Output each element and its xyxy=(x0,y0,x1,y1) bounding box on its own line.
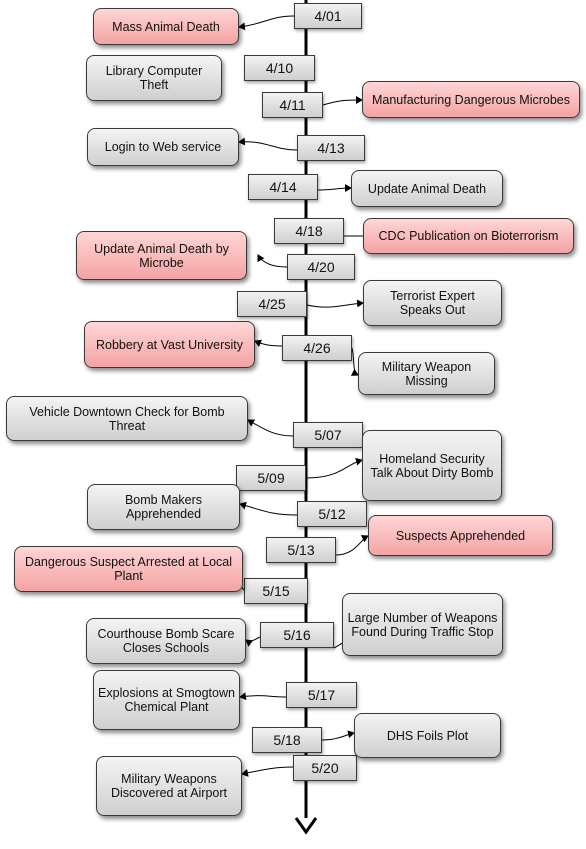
connector-arrow xyxy=(317,184,352,193)
event-box: Bomb Makers Apprehended xyxy=(87,484,240,530)
date-label: 5/20 xyxy=(293,755,357,781)
connector-arrow xyxy=(241,766,294,777)
connector-arrow xyxy=(238,15,295,31)
date-label: 4/13 xyxy=(297,135,365,161)
connector-arrow xyxy=(245,636,261,647)
event-box: Homeland Security Talk About Dirty Bomb xyxy=(362,430,502,501)
event-box: Update Animal Death by Microbe xyxy=(76,231,247,280)
connector-arrow xyxy=(254,339,283,348)
date-label: 4/26 xyxy=(282,335,352,361)
date-label: 5/07 xyxy=(293,422,363,448)
date-label: 4/11 xyxy=(262,92,323,118)
date-label: 4/18 xyxy=(274,218,344,244)
date-label: 5/18 xyxy=(252,727,322,753)
event-box: Vehicle Downtown Check for Bomb Threat xyxy=(6,396,248,441)
connector-arrow xyxy=(238,137,298,151)
event-box: Library Computer Theft xyxy=(86,55,222,101)
connector-arrow xyxy=(306,299,364,308)
event-box: CDC Publication on Bioterrorism xyxy=(363,218,574,254)
event-box: Explosions at Smogtown Chemical Plant xyxy=(93,670,240,730)
event-box: Courthouse Bomb Scare Closes Schools xyxy=(86,618,246,664)
event-box: Terrorist Expert Speaks Out xyxy=(363,280,502,326)
event-box: DHS Foils Plot xyxy=(354,713,501,758)
event-box: Military Weapon Missing xyxy=(358,352,495,395)
connector-arrow xyxy=(239,692,287,701)
event-box: Manufacturing Dangerous Microbes xyxy=(362,81,580,118)
date-label: 4/14 xyxy=(248,174,318,200)
event-box: Large Number of Weapons Found During Tra… xyxy=(342,593,503,656)
date-label: 5/15 xyxy=(244,578,308,604)
event-box: Dangerous Suspect Arrested at Local Plan… xyxy=(14,546,243,592)
connector-arrow xyxy=(305,457,363,479)
event-box: Mass Animal Death xyxy=(93,8,239,45)
date-label: 5/16 xyxy=(260,622,334,648)
connector-arrow xyxy=(257,254,288,268)
event-box: Suspects Apprehended xyxy=(368,515,553,556)
connector-arrow xyxy=(350,347,359,376)
connector-arrow xyxy=(322,96,363,106)
date-label: 5/17 xyxy=(286,682,357,708)
connector-arrow xyxy=(335,535,369,556)
date-label: 5/09 xyxy=(236,465,306,491)
date-label: 4/20 xyxy=(287,254,355,280)
date-label: 5/13 xyxy=(266,537,336,563)
date-label: 4/10 xyxy=(244,55,315,81)
event-box: Login to Web service xyxy=(87,128,239,166)
date-label: 5/12 xyxy=(297,501,367,527)
event-box: Update Animal Death xyxy=(351,170,503,207)
event-box: Military Weapons Discovered at Airport xyxy=(96,756,242,816)
axis-arrow-icon xyxy=(294,817,318,835)
connector-arrow xyxy=(239,501,298,516)
date-label: 4/25 xyxy=(237,291,307,317)
event-box: Robbery at Vast University xyxy=(84,321,255,368)
date-label: 4/01 xyxy=(294,3,362,29)
connector-arrow xyxy=(247,419,294,437)
connector-arrow xyxy=(321,730,355,741)
